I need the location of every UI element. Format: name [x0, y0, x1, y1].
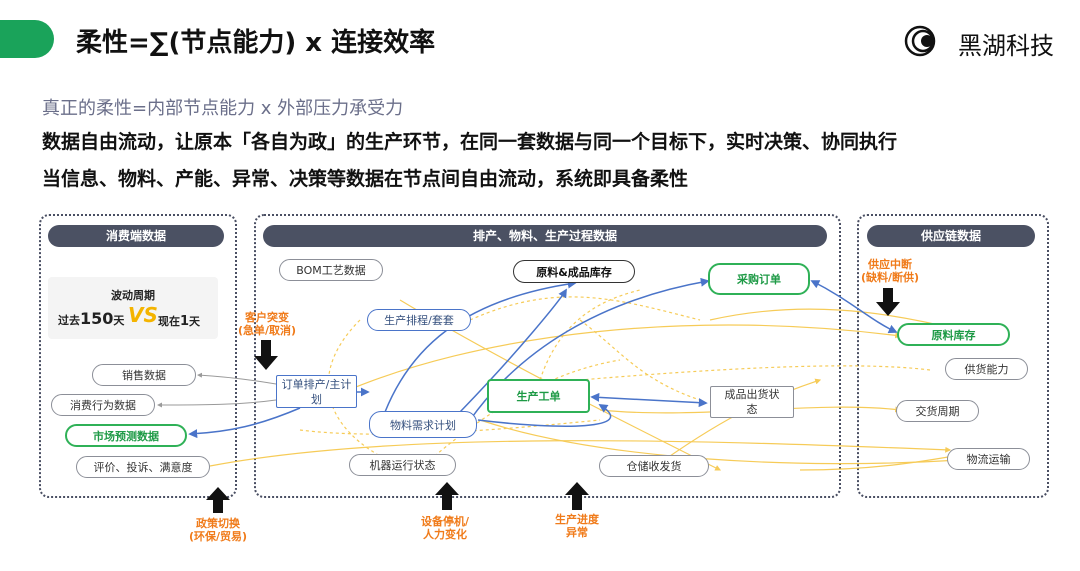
- headline-1: 数据自由流动，让原本「各自为政」的生产环节，在同一套数据与同一个目标下，实时决策…: [42, 131, 898, 153]
- production-panel-header: 排产、物料、生产过程数据: [263, 225, 827, 247]
- disruption-supply-interruption-text: 供应中断 (缺料/断供): [860, 258, 920, 284]
- flow-line-yellow: [799, 454, 961, 471]
- disruption-policy-change-text: 政策切换 (环保/贸易): [188, 517, 248, 543]
- vs-badge: VS: [128, 303, 158, 327]
- disruption-equipment-down: 设备停机/ 人力变化: [405, 515, 485, 541]
- flow-line-blue: [477, 404, 612, 427]
- node-supply-capacity[interactable]: 供货能力: [945, 358, 1028, 380]
- flow-line-gray: [157, 399, 277, 408]
- node-delivery-cycle[interactable]: 交货周期: [896, 400, 979, 422]
- disruption-customer-change: 客户突变 (急单/取消): [232, 311, 302, 337]
- up-arrow-icon: [206, 487, 230, 513]
- up-arrow-icon: [435, 482, 459, 510]
- flow-line-yellow: [299, 419, 601, 435]
- node-machine-status[interactable]: 机器运行状态: [349, 454, 456, 476]
- brand-name: 黑湖科技: [958, 32, 1054, 60]
- node-order-scheduling-label: 订单排产/主计划: [281, 377, 352, 406]
- volatility-card: [48, 277, 218, 339]
- flow-line-yellow: [329, 324, 902, 399]
- node-logistics[interactable]: 物流运输: [947, 448, 1030, 470]
- node-sales-data[interactable]: 销售数据: [92, 364, 196, 386]
- down-arrow-icon: [876, 288, 900, 316]
- node-finished-goods-label: 成品出货状态: [724, 388, 780, 416]
- flow-line-blue: [188, 407, 301, 439]
- consumer-panel-header: 消费端数据: [48, 225, 224, 247]
- flow-line-gray: [197, 372, 277, 385]
- disruption-equipment-down-text: 设备停机/ 人力变化: [420, 515, 470, 541]
- node-materials-inventory[interactable]: 原料&成品库存: [513, 260, 635, 283]
- flow-line-blue: [590, 392, 708, 408]
- node-production-order[interactable]: 生产工单: [487, 379, 590, 413]
- consumer-panel: [39, 214, 237, 498]
- node-scheduling[interactable]: 生产排程/套套: [367, 309, 471, 331]
- flow-line-blue: [459, 288, 567, 413]
- flow-line-yellow: [209, 440, 952, 467]
- page-title: 柔性=∑(节点能力) x 连接效率: [76, 28, 436, 58]
- down-arrow-icon: [254, 340, 278, 370]
- node-warehouse[interactable]: 仓储收发货: [599, 455, 709, 477]
- node-raw-inventory[interactable]: 原料库存: [897, 323, 1010, 346]
- disruption-progress-abnormal: 生产进度 异常: [540, 513, 614, 539]
- node-market-forecast[interactable]: 市场预测数据: [65, 424, 187, 447]
- supply-panel-header: 供应链数据: [867, 225, 1035, 247]
- volatility-now: 现在1天: [158, 314, 201, 329]
- disruption-policy-change: 政策切换 (环保/贸易): [180, 517, 256, 543]
- node-reviews[interactable]: 评价、投诉、满意度: [76, 456, 210, 478]
- headline-2: 当信息、物料、产能、异常、决策等数据在节点间自由流动，系统即具备柔性: [42, 168, 689, 190]
- node-mrp[interactable]: 物料需求计划: [369, 411, 477, 438]
- disruption-progress-abnormal-text: 生产进度 异常: [555, 513, 599, 539]
- flow-line-yellow: [579, 319, 701, 401]
- up-arrow-icon: [565, 482, 589, 510]
- node-purchase-order[interactable]: 采购订单: [708, 263, 810, 295]
- volatility-title: 波动周期: [111, 289, 155, 302]
- subtitle: 真正的柔性=内部节点能力 x 外部压力承受力: [42, 98, 404, 119]
- header-accent-bar: [0, 20, 54, 58]
- node-consumer-behavior[interactable]: 消费行为数据: [51, 394, 155, 416]
- node-finished-goods[interactable]: 成品出货状态: [710, 386, 794, 418]
- flow-line-yellow: [469, 296, 701, 321]
- disruption-supply-interruption: 供应中断 (缺料/断供): [850, 258, 930, 284]
- brand-logo-icon: [904, 25, 936, 57]
- node-bom[interactable]: BOM工艺数据: [279, 259, 383, 281]
- volatility-past: 过去150天: [58, 309, 125, 328]
- node-order-scheduling[interactable]: 订单排产/主计划: [276, 375, 357, 408]
- flow-line-yellow: [539, 289, 641, 381]
- disruption-customer-change-text: 客户突变 (急单/取消): [237, 311, 297, 337]
- flow-line-yellow: [579, 365, 931, 381]
- flow-line-blue: [810, 280, 898, 334]
